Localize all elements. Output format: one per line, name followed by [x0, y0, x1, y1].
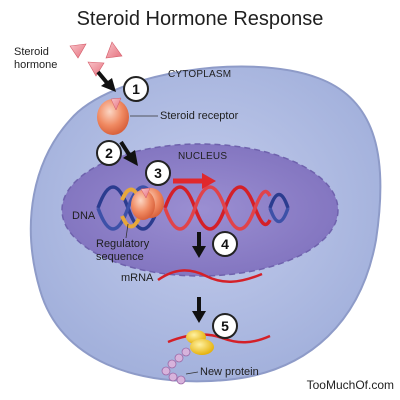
- regulatory-pointer: [125, 223, 129, 239]
- arrow-step-4: [192, 232, 206, 258]
- transcription-arrow: [173, 173, 216, 189]
- label-dna: DNA: [72, 210, 96, 222]
- label-regulatory-sequence: Regulatory sequence: [96, 238, 150, 263]
- step-number-1: 1: [123, 76, 149, 102]
- step-number-5: 5: [212, 313, 238, 339]
- label-steroid-hormone: Steroid hormone: [14, 46, 58, 71]
- step-number-2: 2: [96, 140, 122, 166]
- mrna-strand: [157, 269, 263, 283]
- hormone-triangle: [87, 61, 105, 77]
- ribosome: [186, 330, 214, 355]
- dna-strand-blue-right: [268, 192, 290, 209]
- label-steroid-receptor: Steroid receptor: [160, 110, 239, 122]
- diagram-title: Steroid Hormone Response: [76, 8, 324, 30]
- steroid-hormone-molecules: [69, 41, 123, 77]
- arrow-step-2: [119, 140, 138, 166]
- label-nucleus: NUCLEUS: [178, 151, 228, 162]
- steroid-receptor: [97, 97, 129, 135]
- arrow-step-5: [192, 297, 206, 323]
- credit-text: TooMuchOf.com: [306, 378, 394, 392]
- label-cytoplasm: CYTOPLASM: [168, 69, 232, 80]
- amino-acid: [167, 359, 177, 369]
- regulatory-sequence-strand: [120, 215, 142, 229]
- dna-strand-blue-right-2: [268, 207, 290, 224]
- amino-acid: [176, 375, 186, 385]
- nucleus: [61, 143, 339, 277]
- dna-strand-red-2: [163, 185, 272, 231]
- amino-acid: [168, 372, 178, 382]
- amino-acid: [181, 347, 191, 357]
- amino-acid: [161, 366, 171, 376]
- protein-pointer: [185, 371, 199, 375]
- step-number-4: 4: [212, 231, 238, 257]
- label-new-protein: New protein: [200, 366, 259, 378]
- label-mrna: mRNA: [121, 272, 154, 284]
- arrow-step-1: [96, 70, 116, 92]
- receptor-bound-to-dna: [131, 187, 164, 220]
- new-protein-chain: [161, 347, 191, 385]
- hormone-triangle: [69, 43, 87, 59]
- hormone-triangle: [105, 41, 123, 59]
- step-number-3: 3: [145, 160, 171, 186]
- amino-acid: [174, 353, 184, 363]
